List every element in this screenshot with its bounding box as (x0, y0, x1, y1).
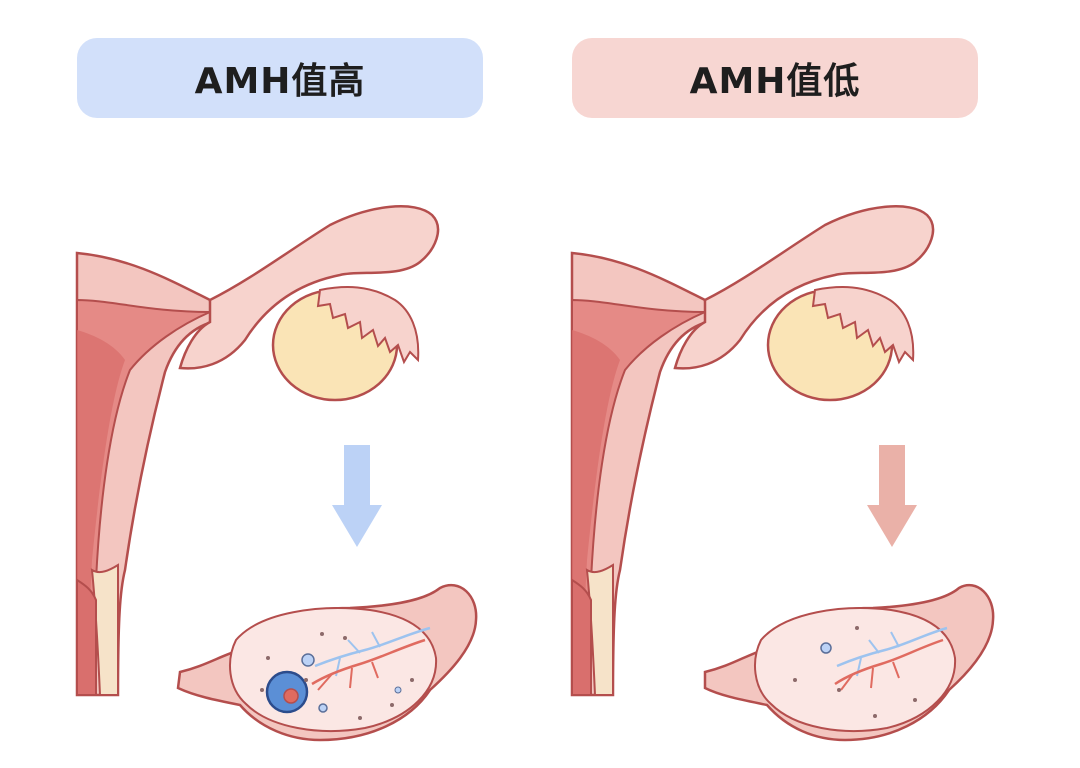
amh-high-label: AMH值高 (77, 38, 483, 118)
amh-low-illustration (570, 205, 995, 742)
uterus (75, 251, 214, 697)
amh-high-illustration (75, 205, 478, 742)
ovary-cross-section (703, 583, 995, 742)
fimbriae (316, 286, 420, 365)
ovary-cross-section (176, 583, 478, 742)
fallopian-tube (673, 205, 935, 370)
fallopian-tube (178, 205, 440, 370)
amh-low-label: AMH值低 (572, 38, 978, 118)
uterus (570, 251, 709, 697)
arrow-down-icon (332, 445, 382, 547)
arrow-down-icon (867, 445, 917, 547)
fimbriae (811, 286, 915, 365)
